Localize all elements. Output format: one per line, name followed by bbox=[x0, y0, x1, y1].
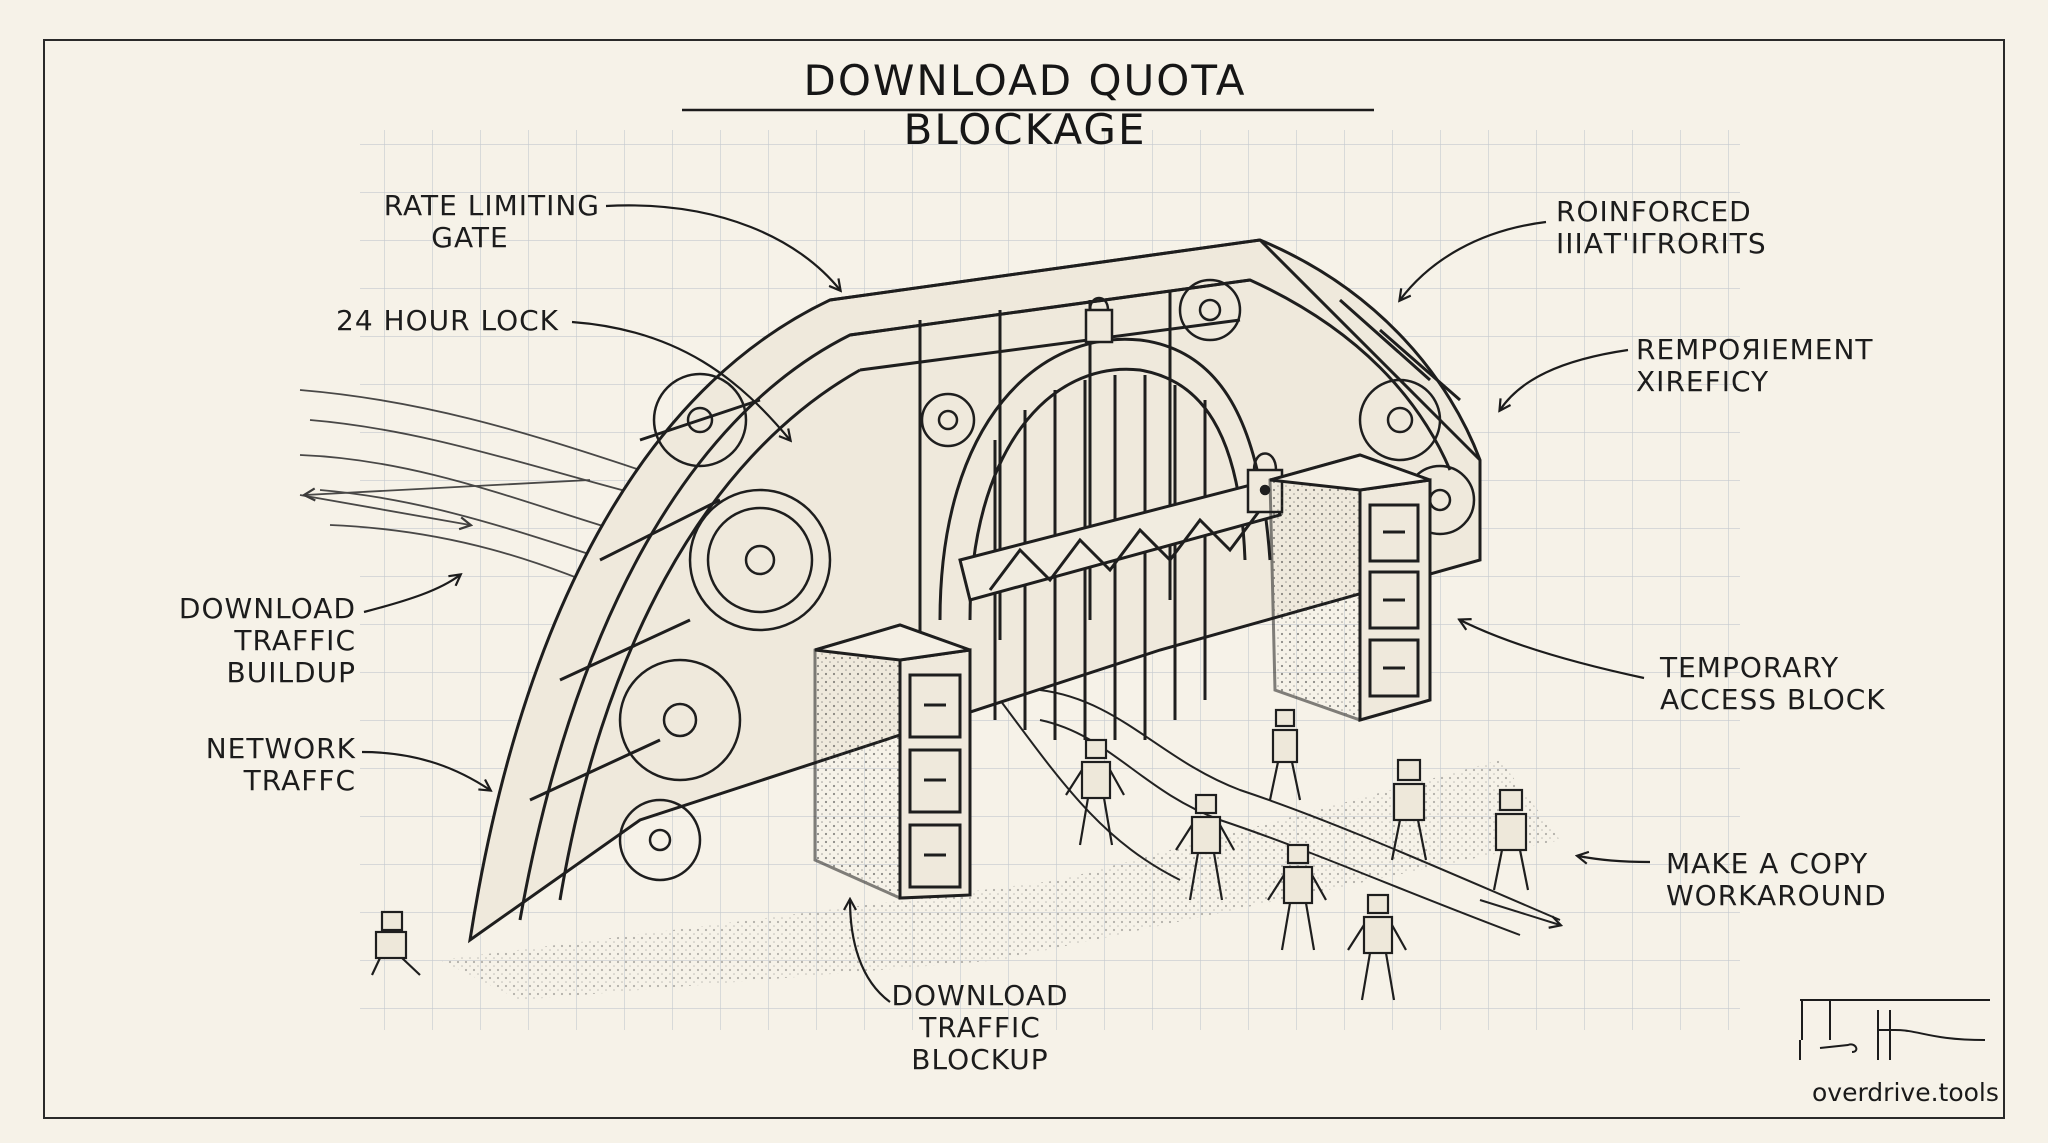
gears bbox=[618, 278, 1476, 882]
label-line: ΧIREFICY bbox=[1636, 365, 1770, 398]
diagram-title: DOWNLOAD QUOTA BLOCKAGE bbox=[803, 56, 1247, 154]
filing-cabinet-front bbox=[813, 623, 972, 900]
filing-cabinet-back bbox=[1268, 453, 1432, 722]
label-temporary-access-block: TEMPORARY ACCESS BLOCK bbox=[1660, 652, 1886, 716]
label-line: 24 HOUR LOCK bbox=[336, 304, 560, 337]
label-line: MAKE A COPY bbox=[1666, 847, 1869, 880]
label-make-a-copy-workaround: MAKE A COPY WORKAROUND bbox=[1666, 848, 1887, 912]
label-line: ACCESS BLOCK bbox=[1660, 683, 1886, 716]
label-line: NETWORK bbox=[205, 732, 356, 765]
label-rempoiement: REMPOЯIEMENT ΧIREFICY bbox=[1636, 334, 1874, 398]
label-line: WORKAROUND bbox=[1666, 879, 1887, 912]
signature-mark bbox=[1799, 999, 1990, 1060]
label-download-traffic-buildup: DOWNLOAD TRAFFIC BUILDUP bbox=[150, 593, 356, 689]
label-line: DOWNLOAD bbox=[178, 592, 356, 625]
leader-arrows bbox=[361, 204, 1651, 1003]
label-network-traffic: NETWORK TRAFFC bbox=[150, 733, 356, 797]
arch-structure bbox=[467, 238, 1482, 944]
label-line: TRAFFIC bbox=[919, 1011, 1041, 1044]
label-download-traffic-blockup: DOWNLOAD TRAFFIC BLOCKUP bbox=[880, 980, 1080, 1076]
label-line: DOWNLOAD bbox=[891, 979, 1069, 1012]
label-line: ΙΙΙΑΤ'ΙΓRORITS bbox=[1556, 227, 1767, 260]
label-line: GATE bbox=[431, 221, 509, 254]
label-line: REMPOЯIEMENT bbox=[1636, 333, 1874, 366]
label-line: BUILDUP bbox=[226, 656, 356, 689]
label-24-hour-lock: 24 HOUR LOCK bbox=[336, 305, 559, 337]
label-line: TRAFFIC bbox=[234, 624, 356, 657]
label-line: RATE LIMITING bbox=[383, 189, 600, 222]
label-line: TRAFFC bbox=[243, 764, 356, 797]
robot-figures bbox=[371, 708, 1530, 1001]
label-reinforced: ROINFORCED ΙΙΙΑΤ'ΙΓRORITS bbox=[1556, 196, 1767, 260]
label-rate-limiting-gate: RATE LIMITING GATE bbox=[300, 190, 600, 254]
ground-shadow bbox=[440, 760, 1560, 1000]
label-line: TEMPORARY bbox=[1660, 651, 1840, 684]
outer-frame bbox=[43, 39, 2005, 1119]
label-line: BLOCKUP bbox=[911, 1043, 1049, 1076]
label-line: ROINFORCED bbox=[1556, 195, 1752, 228]
watermark-text: overdrive.tools bbox=[1812, 1078, 1999, 1107]
